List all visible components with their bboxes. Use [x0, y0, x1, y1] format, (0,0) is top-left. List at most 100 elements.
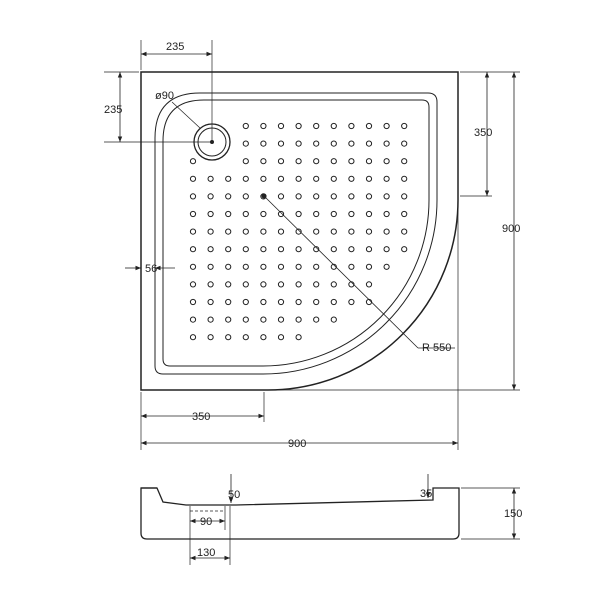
anti-slip-dot [189, 158, 197, 165]
anti-slip-dot [189, 281, 197, 288]
anti-slip-dots [189, 122, 408, 341]
dim-bottom-left: 350 [192, 411, 210, 423]
anti-slip-dot [313, 281, 320, 288]
anti-slip-dot [242, 210, 249, 218]
anti-slip-dot [225, 334, 232, 341]
anti-slip-dot [295, 281, 302, 288]
anti-slip-dot [295, 193, 302, 200]
anti-slip-dot [295, 210, 302, 218]
anti-slip-dot [277, 158, 285, 165]
dim-drain-width: 90 [200, 516, 212, 528]
anti-slip-dot [295, 316, 302, 323]
anti-slip-dot [313, 140, 320, 147]
anti-slip-dot [207, 281, 214, 288]
anti-slip-dot [383, 158, 390, 165]
dim-side-inset: 56 [145, 263, 157, 275]
anti-slip-dot [401, 246, 408, 253]
radius-line [263, 195, 419, 349]
anti-slip-dot [313, 316, 320, 323]
anti-slip-dot [242, 193, 249, 200]
anti-slip-dot [225, 281, 232, 288]
anti-slip-dot [401, 140, 408, 147]
anti-slip-dot [242, 158, 249, 165]
dim-radius: R 550 [422, 342, 451, 354]
anti-slip-dot [242, 140, 249, 147]
anti-slip-dot [330, 158, 337, 165]
anti-slip-dot [242, 316, 249, 323]
basin-outer-lip [154, 92, 438, 375]
anti-slip-dot [401, 158, 408, 165]
anti-slip-dot [277, 140, 285, 147]
anti-slip-dot [365, 263, 373, 270]
anti-slip-dot [260, 175, 267, 182]
anti-slip-dot [242, 122, 249, 130]
anti-slip-dot [295, 263, 302, 270]
anti-slip-dot [277, 316, 285, 323]
anti-slip-dot [383, 210, 390, 218]
anti-slip-dot [401, 228, 408, 235]
anti-slip-dot [189, 193, 197, 200]
anti-slip-dot [330, 122, 337, 130]
dim-rim-right: 35 [420, 488, 432, 500]
anti-slip-dot [242, 281, 249, 288]
anti-slip-dot [330, 281, 337, 288]
anti-slip-dot [225, 263, 232, 270]
anti-slip-dot [207, 334, 214, 341]
anti-slip-dot [260, 158, 267, 165]
anti-slip-dot [260, 210, 267, 218]
anti-slip-dot [348, 263, 355, 270]
anti-slip-dot [277, 298, 285, 306]
anti-slip-dot [207, 263, 214, 270]
anti-slip-dot [277, 246, 285, 253]
anti-slip-dot [225, 210, 232, 218]
anti-slip-dot [313, 228, 320, 235]
anti-slip-dot [189, 210, 197, 218]
anti-slip-dot [295, 298, 302, 306]
anti-slip-dot [365, 140, 373, 147]
tray-outline [140, 71, 459, 391]
dim-drain-diameter: ø90 [155, 90, 174, 102]
dim-top-width: 235 [166, 41, 184, 53]
anti-slip-dot [189, 263, 197, 270]
anti-slip-dot [277, 228, 285, 235]
drain-diameter-leader [171, 101, 201, 129]
anti-slip-dot [207, 193, 214, 200]
anti-slip-dot [330, 140, 337, 147]
anti-slip-dot [260, 316, 267, 323]
anti-slip-dot [401, 210, 408, 218]
anti-slip-dot [207, 298, 214, 306]
anti-slip-dot [401, 175, 408, 182]
anti-slip-dot [348, 210, 355, 218]
dim-drain-outer: 130 [197, 547, 215, 559]
anti-slip-dot [189, 246, 197, 253]
anti-slip-dot [277, 122, 285, 130]
anti-slip-dot [295, 175, 302, 182]
anti-slip-dot [277, 210, 285, 218]
anti-slip-dot [348, 228, 355, 235]
anti-slip-dot [383, 246, 390, 253]
anti-slip-dot [260, 122, 267, 130]
anti-slip-dot [330, 246, 337, 253]
anti-slip-dot [242, 228, 249, 235]
anti-slip-dot [401, 193, 408, 200]
anti-slip-dot [313, 298, 320, 306]
anti-slip-dot [330, 175, 337, 182]
anti-slip-dot [365, 246, 373, 253]
section-profile [140, 487, 460, 540]
anti-slip-dot [313, 210, 320, 218]
anti-slip-dot [242, 263, 249, 270]
anti-slip-dot [277, 281, 285, 288]
anti-slip-dot [365, 158, 373, 165]
anti-slip-dot [365, 281, 373, 288]
anti-slip-dot [383, 193, 390, 200]
anti-slip-dot [348, 193, 355, 200]
anti-slip-dot [189, 228, 197, 235]
anti-slip-dot [260, 228, 267, 235]
anti-slip-dot [365, 175, 373, 182]
anti-slip-dot [383, 175, 390, 182]
anti-slip-dot [189, 316, 197, 323]
dim-right-upper: 350 [474, 127, 492, 139]
anti-slip-dot [225, 175, 232, 182]
anti-slip-dot [348, 246, 355, 253]
